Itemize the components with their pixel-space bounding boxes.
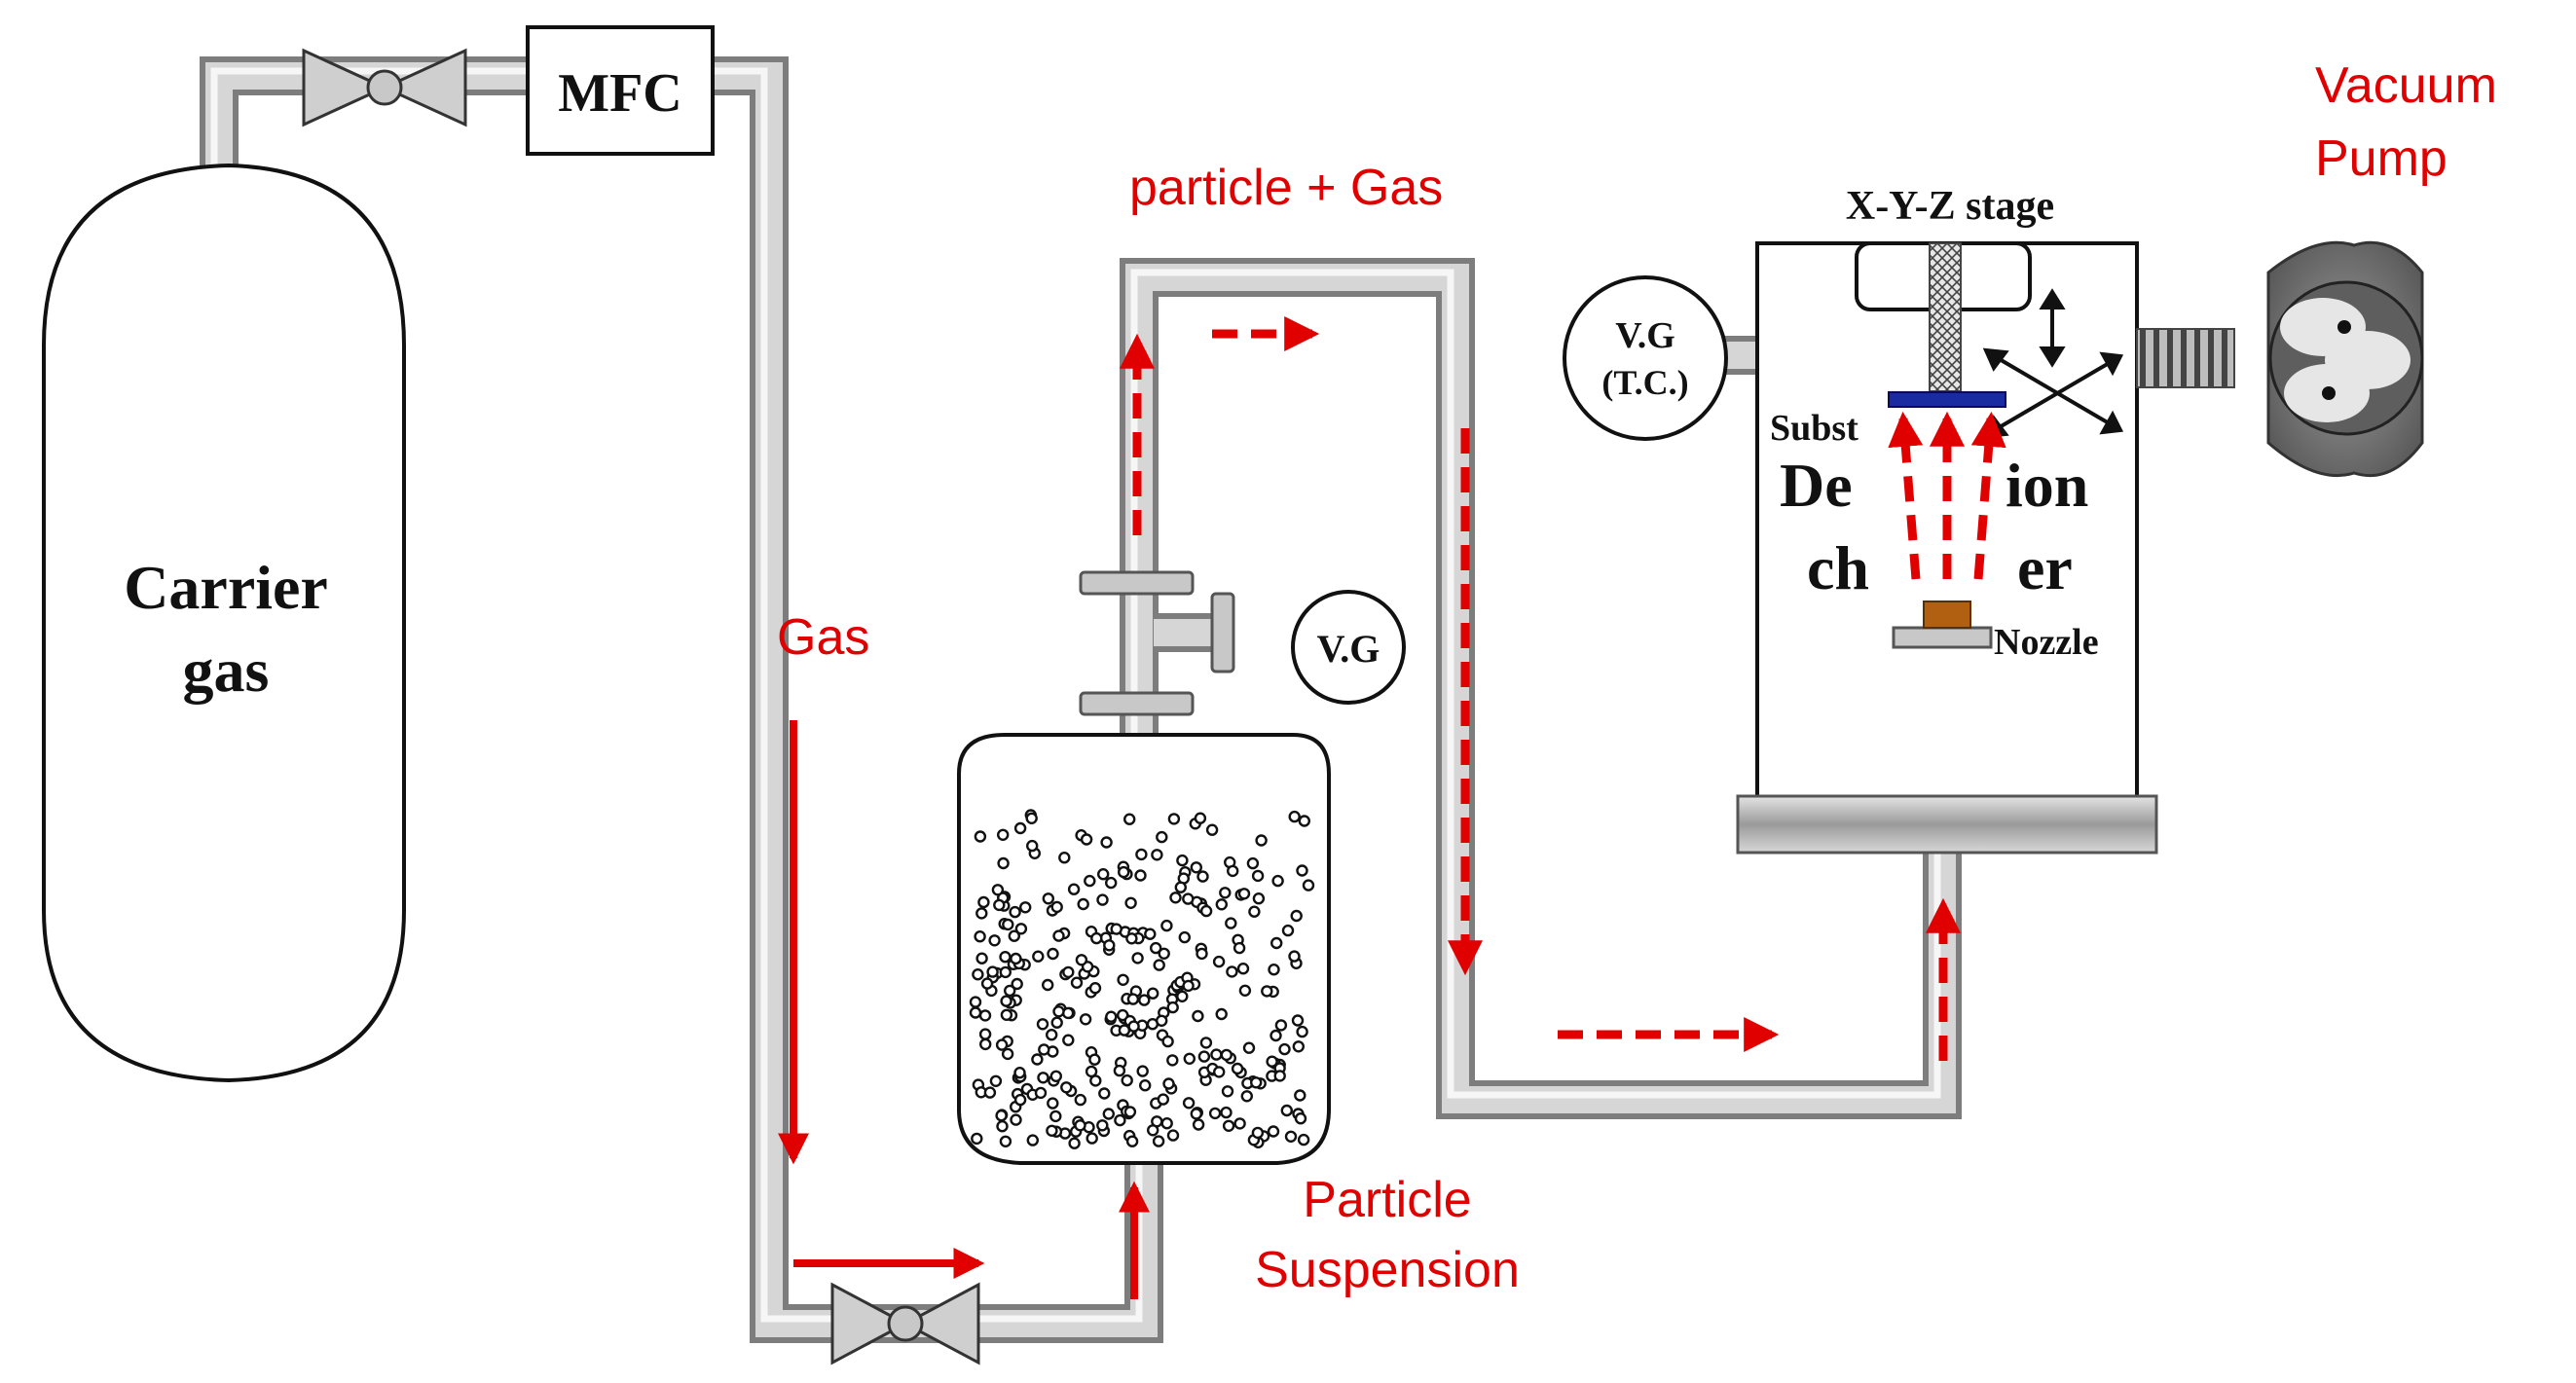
- substrate-label: Subst: [1770, 408, 1858, 449]
- vacuum-pump-label-line2: Pump: [2315, 130, 2447, 187]
- particle-suspension-label-line1: Particle: [1303, 1172, 1471, 1228]
- vacuum-gauge-icon: V.G: [1291, 590, 1406, 705]
- particle-suspension-vessel: [957, 733, 1331, 1165]
- suspended-particles: [969, 809, 1315, 1149]
- mfc-label: MFC: [558, 63, 682, 124]
- particle-gas-label: particle + Gas: [1129, 160, 1443, 216]
- valve-icon: [830, 1282, 980, 1365]
- deposition-chamber: Subst De ion ch er Nozzle X-Y-Z stage: [1736, 184, 2158, 855]
- substrate: [1888, 391, 2006, 408]
- particle-suspension-label-line2: Suspension: [1255, 1242, 1520, 1298]
- valve-icon: [302, 48, 467, 127]
- gas-label: Gas: [777, 609, 869, 666]
- vacuum-gauge-icon: V.G (T.C.): [1563, 275, 1728, 441]
- vg-chamber-label-line1: V.G: [1615, 315, 1675, 356]
- vacuum-pump-label-line1: Vacuum: [2315, 57, 2497, 114]
- deposition-label-right: ion: [2006, 451, 2088, 520]
- deposition-label-left: De: [1780, 451, 1853, 520]
- vacuum-pump-icon: [2136, 240, 2424, 478]
- xyz-stage-label: X-Y-Z stage: [1846, 184, 2054, 229]
- nozzle: [1923, 601, 1971, 629]
- flange: [1079, 570, 1235, 716]
- carrier-gas-label-line1: Carrier: [124, 553, 328, 622]
- nozzle-label: Nozzle: [1994, 622, 2099, 663]
- vg-chamber-label-line2: (T.C.): [1601, 363, 1688, 402]
- chamber-label-right: er: [2017, 533, 2073, 602]
- flow-arrow-icon: [778, 316, 2006, 1299]
- vg-suspension-label: V.G: [1317, 627, 1380, 671]
- chamber-label-left: ch: [1807, 533, 1869, 602]
- carrier-gas-cylinder: Carrier gas: [42, 163, 406, 1083]
- mass-flow-controller: MFC: [526, 25, 715, 156]
- carrier-gas-label-line2: gas: [183, 636, 270, 705]
